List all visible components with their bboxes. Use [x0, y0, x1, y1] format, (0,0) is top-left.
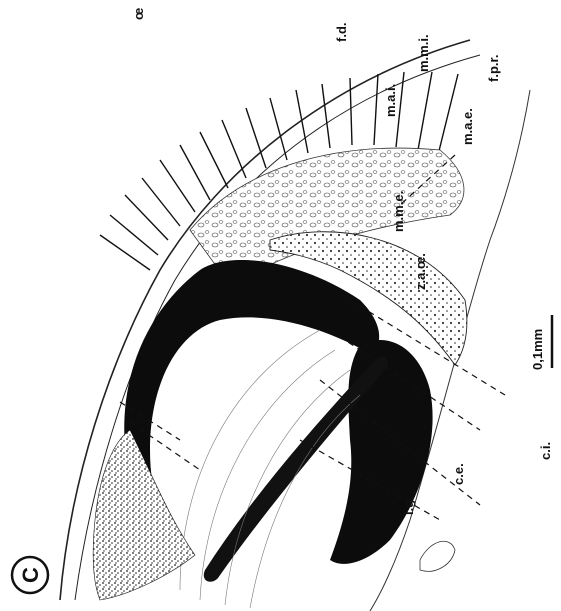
label-zaoe: z.a.œ. [413, 253, 428, 290]
label-ci: c.i. [538, 442, 553, 460]
label-mai: m.a.i. [383, 84, 398, 117]
label-fpr: f.p.r. [486, 55, 501, 82]
label-oe: œ [131, 8, 146, 20]
label-fd: f.d. [334, 23, 349, 43]
concentric-lines [180, 330, 360, 608]
label-ce: c.e. [451, 463, 466, 485]
label-lg: l.g. [401, 496, 416, 515]
small-structure [420, 541, 455, 571]
label-mae: m.a.e. [460, 108, 475, 145]
scale-bar-label: 0,1mm [530, 329, 545, 370]
label-mmi: m.m.i. [416, 34, 431, 72]
panel-letter: C [18, 567, 43, 583]
label-mme: m.m.e. [391, 191, 406, 232]
